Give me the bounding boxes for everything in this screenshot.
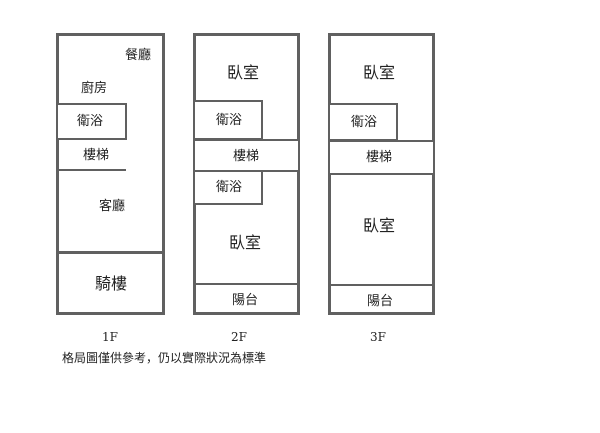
- room-stairs: 樓梯: [83, 148, 110, 163]
- room-stairs-label: 樓梯: [366, 150, 393, 165]
- wall-living-arcade: [56, 251, 165, 254]
- room-bathroom-top: [193, 100, 263, 140]
- room-bedroom-bottom: 臥室: [229, 233, 262, 252]
- room-bathroom-mid: [193, 170, 263, 205]
- floor-plan-1f: 餐廳 廚房 衛浴 樓梯 客廳 騎樓: [56, 33, 165, 315]
- floor-label-1f: 1F: [102, 330, 118, 344]
- room-balcony: 陽台: [367, 294, 394, 309]
- room-bathroom-mid-label: 衛浴: [216, 180, 243, 195]
- room-arcade: 騎樓: [95, 274, 128, 293]
- wall-bedroom-balcony: [193, 283, 300, 285]
- room-bedroom-top: 臥室: [227, 63, 260, 82]
- room-kitchen: 廚房: [81, 81, 108, 96]
- room-stairs-label: 樓梯: [233, 149, 260, 164]
- wall-stairs-living: [56, 169, 126, 171]
- room-dining: 餐廳: [125, 48, 152, 63]
- room-bathroom: [56, 103, 127, 140]
- wall-bedroom-balcony: [328, 284, 435, 286]
- floor-plan-3f: 臥室 衛浴 樓梯 臥室 陽台: [328, 33, 435, 315]
- floor-label-2f: 2F: [231, 330, 247, 344]
- room-bedroom-top: 臥室: [363, 63, 396, 82]
- floor-plan-2f: 臥室 衛浴 樓梯 衛浴 臥室 陽台: [193, 33, 300, 315]
- floor-label-3f: 3F: [370, 330, 386, 344]
- room-stairs: [328, 140, 435, 175]
- room-bathroom-top-label: 衛浴: [216, 113, 243, 128]
- room-balcony: 陽台: [232, 293, 259, 308]
- disclaimer-note: 格局圖僅供參考，仍以實際狀況為標準: [62, 351, 267, 365]
- room-bathroom-label: 衛浴: [351, 115, 378, 130]
- room-living: 客廳: [99, 199, 126, 214]
- room-bathroom-label: 衛浴: [77, 114, 104, 129]
- room-bedroom-bottom: 臥室: [363, 216, 396, 235]
